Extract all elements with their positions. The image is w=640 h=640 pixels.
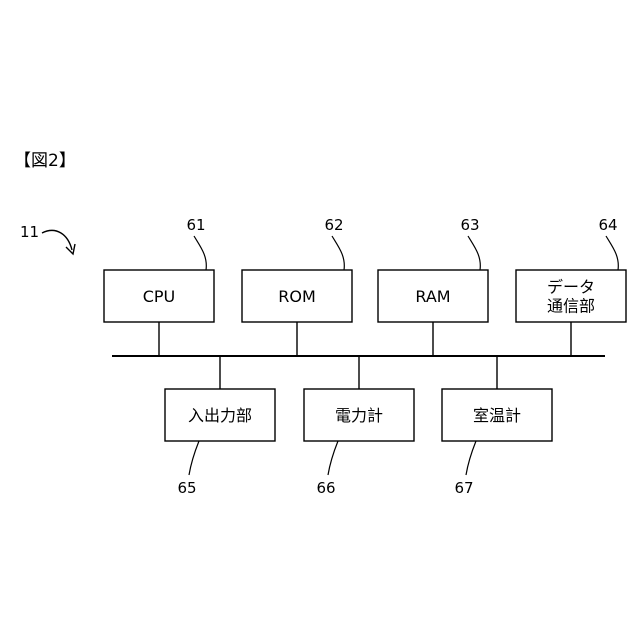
ref-numeral: 65 xyxy=(177,479,196,497)
block-rom: ROM 62 xyxy=(242,216,352,356)
ref-leader xyxy=(189,441,199,475)
ref-numeral: 66 xyxy=(316,479,335,497)
block-label: CPU xyxy=(143,287,176,306)
ref-numeral: 62 xyxy=(324,216,343,234)
block-label: RAM xyxy=(415,287,450,306)
ref-leader xyxy=(328,441,338,475)
figure-title: 【図2】 xyxy=(14,151,76,171)
ref-leader xyxy=(332,236,344,270)
ref-leader xyxy=(194,236,206,270)
block-io: 入出力部 65 xyxy=(165,356,275,497)
block-label: ROM xyxy=(278,287,316,306)
ref-leader xyxy=(606,236,618,270)
device-ref-arrow xyxy=(42,230,72,250)
block-label: 室温計 xyxy=(473,406,521,425)
ref-numeral: 61 xyxy=(186,216,205,234)
ref-numeral: 64 xyxy=(598,216,617,234)
block-label: 入出力部 xyxy=(188,406,252,425)
device-ref-label: 11 xyxy=(20,223,39,241)
block-label: 電力計 xyxy=(335,406,383,425)
ref-leader xyxy=(466,441,476,475)
block-cpu: CPU 61 xyxy=(104,216,214,356)
block-room-temp-meter: 室温計 67 xyxy=(442,356,552,497)
block-data-comm: データ通信部 64 xyxy=(516,216,626,356)
ref-numeral: 63 xyxy=(460,216,479,234)
ref-leader xyxy=(468,236,480,270)
block-label: 通信部 xyxy=(547,297,595,316)
block-label: データ xyxy=(547,278,595,297)
block-power-meter: 電力計 66 xyxy=(304,356,414,497)
block-ram: RAM 63 xyxy=(378,216,488,356)
ref-numeral: 67 xyxy=(454,479,473,497)
